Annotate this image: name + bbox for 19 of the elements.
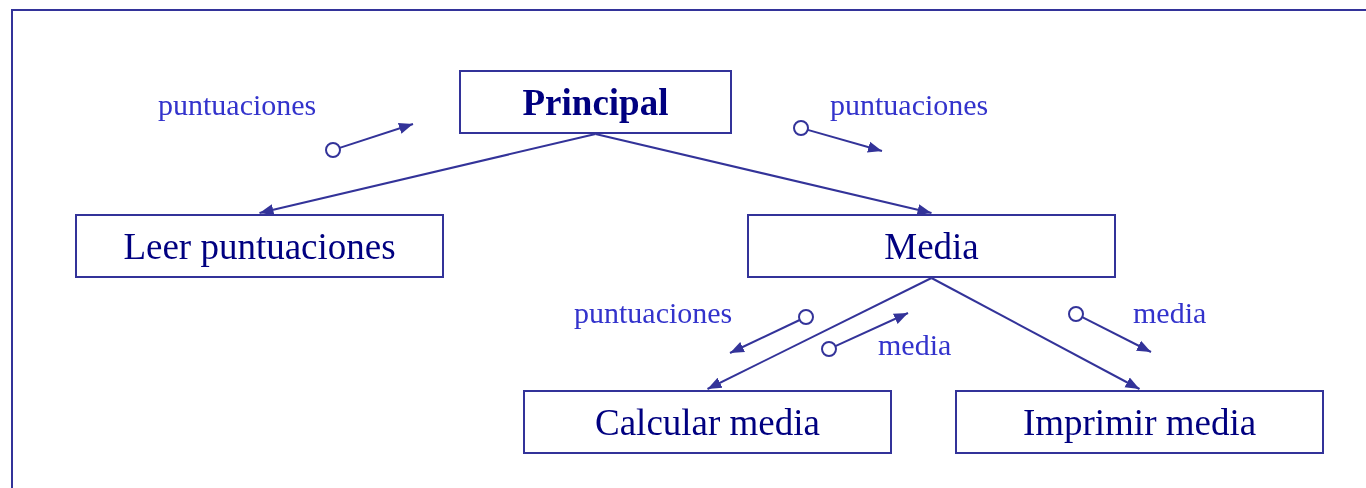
- arrow: [930, 277, 1141, 390]
- data-couple-label: puntuaciones: [574, 298, 733, 328]
- module-name: Calcular media: [595, 400, 820, 444]
- module-box: [955, 390, 1324, 454]
- arrow: [706, 277, 933, 390]
- module-name: Media: [884, 224, 979, 268]
- module-name: Principal: [522, 80, 669, 124]
- data-couple-label: media: [878, 330, 952, 360]
- data-couple-label: puntuaciones: [158, 90, 317, 120]
- module-box: [75, 214, 444, 278]
- module-box: [747, 214, 1116, 278]
- module-box: [459, 70, 732, 134]
- data-couple-label: media: [1133, 298, 1207, 328]
- arrow: [594, 133, 933, 216]
- module-box: [523, 390, 892, 454]
- module-name: Imprimir media: [1022, 400, 1257, 444]
- arrow: [258, 133, 597, 216]
- data-couple-label: puntuaciones: [830, 90, 989, 120]
- module-name: Leer puntuaciones: [123, 224, 396, 268]
